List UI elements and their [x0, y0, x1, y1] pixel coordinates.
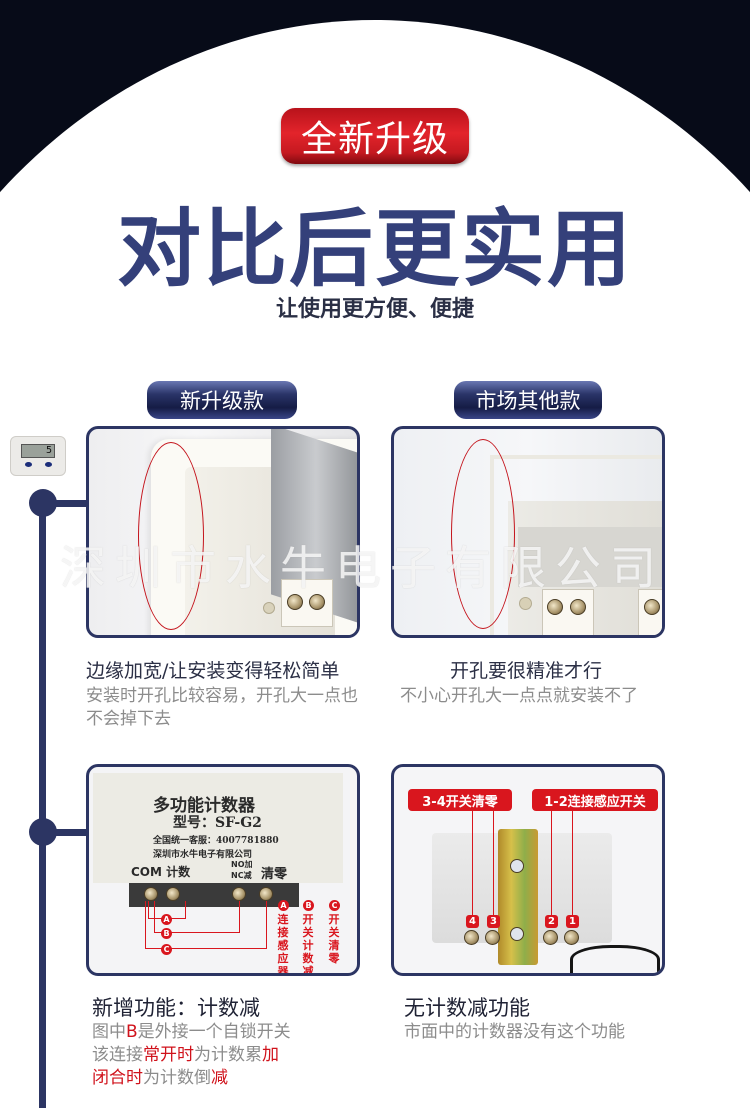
photo-other-wiring: 3-4开关清零 1-2连接感应开关 4 3 2 1 — [391, 764, 665, 976]
column-tag-new: 新升级款 — [147, 381, 297, 419]
screw-icon — [570, 599, 586, 615]
screw-icon — [287, 594, 303, 610]
no-label: NO加 — [231, 860, 253, 869]
screw-icon — [543, 930, 558, 945]
screw-icon — [644, 599, 660, 615]
lead-line-4 — [472, 811, 473, 923]
annotation-b-text: 开关计数减 — [302, 913, 314, 976]
annotation-a-letter: A — [278, 900, 289, 911]
timeline-branch-2 — [50, 829, 88, 836]
screw-icon — [485, 930, 500, 945]
upgrade-badge: 全新升级 — [281, 108, 469, 164]
highlight-ellipse — [138, 442, 204, 630]
wire-b — [154, 901, 240, 933]
row2-left-body: 图中B是外接一个自锁开关 该连接常开时为计数累加 闭合时为计数倒减 — [92, 1021, 382, 1090]
row2-left-body-line-2: 该连接常开时为计数累加 — [92, 1045, 279, 1065]
timeline-branch-1 — [50, 500, 88, 507]
photo-other-edge — [391, 426, 665, 638]
screw-icon — [464, 930, 479, 945]
label-3-4-clear: 3-4开关清零 — [408, 789, 512, 811]
pin-3: 3 — [487, 915, 500, 928]
nc-label: NC减 — [231, 871, 252, 880]
wire-c — [145, 901, 267, 949]
row2-left-body-line-1: 图中B是外接一个自锁开关 — [92, 1022, 291, 1042]
row1-left-body: 安装时开孔比较容易，开孔大一点也不会掉下去 — [86, 686, 358, 729]
product-hotline: 全国统一客服：4007781880 — [153, 836, 279, 846]
product-name: 多功能计数器 — [153, 796, 255, 816]
metal-bracket — [498, 829, 538, 965]
screw-icon — [309, 594, 325, 610]
counter-button-icon — [25, 462, 32, 467]
lead-line-3 — [493, 811, 494, 923]
label-1-2-sensor: 1-2连接感应开关 — [532, 789, 658, 811]
product-company: 深圳市水牛电子有限公司 — [153, 850, 253, 860]
lead-line-1 — [572, 811, 573, 923]
mount-hole — [263, 602, 275, 614]
timeline-line — [39, 503, 46, 1108]
counter-thumbnail: 5 — [10, 436, 66, 476]
upgrade-badge-text: 全新升级 — [300, 119, 449, 160]
screw-icon — [510, 859, 524, 873]
page-title: 对比后更实用 — [116, 200, 633, 298]
row1-left-title: 边缘加宽/让安装变得轻松简单 — [86, 660, 340, 682]
label-panel — [93, 773, 343, 883]
column-tag-other: 市场其他款 — [454, 381, 602, 419]
screw-icon — [232, 887, 246, 901]
product-model: 型号：SF-G2 — [173, 815, 262, 831]
row1-right-title: 开孔要很精准才行 — [450, 660, 603, 682]
annotation-b-letter: B — [303, 900, 314, 911]
annotation-c-text: 开关清零 — [328, 913, 340, 965]
screw-icon — [510, 927, 524, 941]
row2-left-body-line-3: 闭合时为计数倒减 — [92, 1068, 228, 1088]
screw-icon — [259, 887, 273, 901]
row1-right-body: 不小心开孔大一点点就安装不了 — [400, 686, 638, 706]
com-label: COM 计数 — [131, 865, 191, 879]
mount-hole — [519, 597, 532, 610]
clear-label: 清零 — [261, 867, 288, 882]
column-tag-other-label: 市场其他款 — [475, 389, 581, 413]
screw-icon — [547, 599, 563, 615]
photo-new-edge — [86, 426, 360, 638]
screw-icon — [564, 930, 579, 945]
lead-line-2 — [551, 811, 552, 923]
row2-left-title: 新增功能：计数减 — [92, 996, 260, 1020]
pin-2: 2 — [545, 915, 558, 928]
highlight-ellipse — [451, 439, 515, 629]
column-tag-new-label: 新升级款 — [180, 389, 264, 413]
row2-right-body: 市面中的计数器没有这个功能 — [404, 1022, 625, 1042]
photo-new-wiring: 多功能计数器 型号：SF-G2 全国统一客服：4007781880 深圳市水牛电… — [86, 764, 360, 976]
counter-lcd: 5 — [21, 444, 55, 458]
row2-right-title: 无计数减功能 — [404, 996, 530, 1020]
counter-button-icon — [45, 462, 52, 467]
pin-4: 4 — [466, 915, 479, 928]
product-panel — [518, 527, 662, 587]
annotation-c-letter: C — [329, 900, 340, 911]
screw-icon — [166, 887, 180, 901]
marker-c: C — [161, 944, 172, 955]
marker-a: A — [161, 914, 172, 925]
annotation-a-text: 连接感应器 — [277, 913, 289, 976]
screw-icon — [144, 887, 158, 901]
pin-1: 1 — [566, 915, 579, 928]
marker-b: B — [161, 928, 172, 939]
cable-coil — [570, 945, 660, 973]
page-subtitle: 让使用更方便、便捷 — [275, 297, 474, 322]
